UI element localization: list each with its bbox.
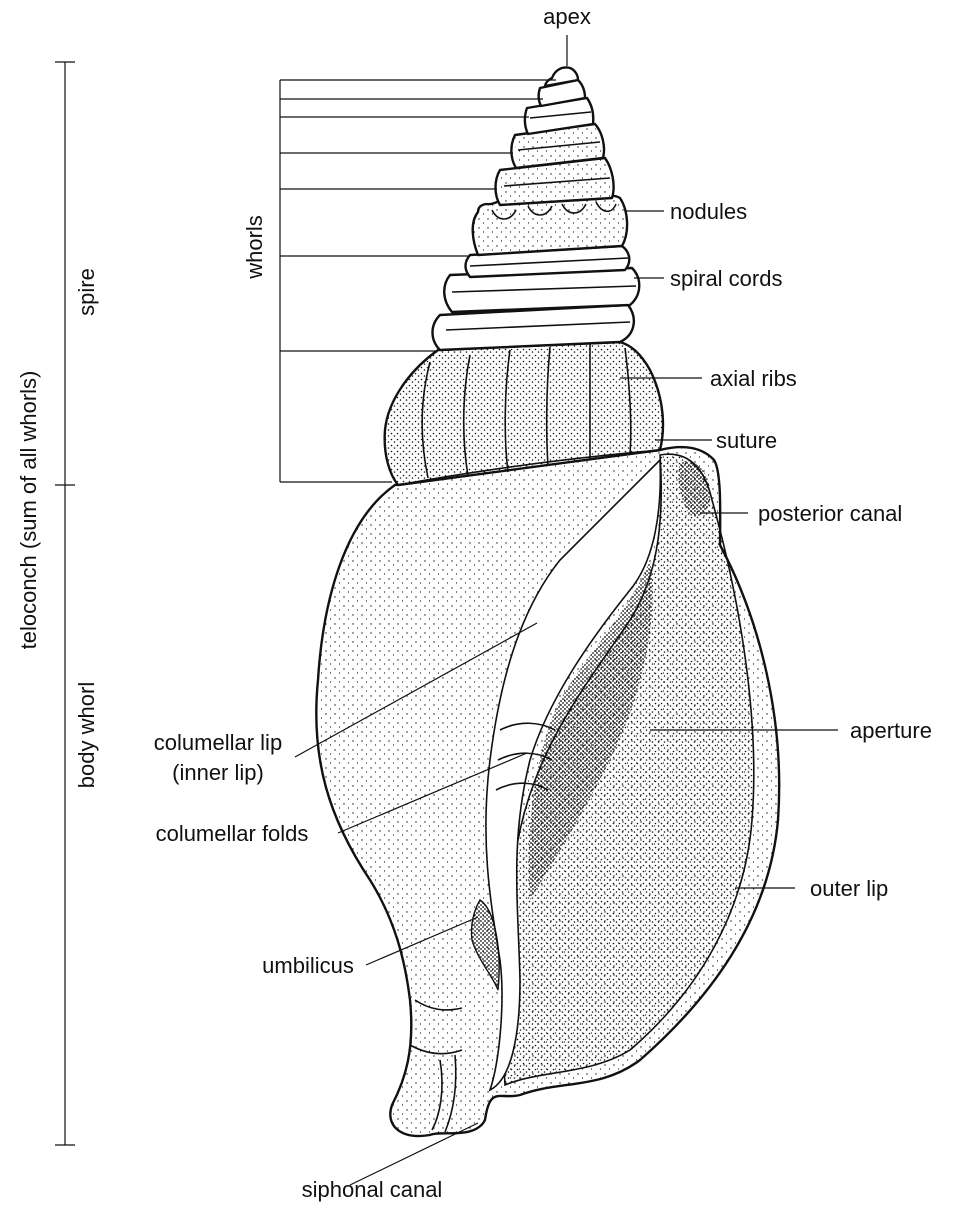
label-nodules: nodules [670, 199, 747, 224]
label-posterior-canal: posterior canal [758, 501, 902, 526]
label-siphonal-canal: siphonal canal [302, 1177, 443, 1202]
whorl-nodules-stipple [473, 194, 627, 255]
label-axial-ribs: axial ribs [710, 366, 797, 391]
label-outer-lip: outer lip [810, 876, 888, 901]
label-apex: apex [543, 4, 591, 29]
shell-illustration [316, 67, 779, 1135]
label-spire: spire [74, 268, 99, 316]
label-columellar-lip: columellar lip [154, 730, 282, 755]
label-inner-lip: (inner lip) [172, 760, 264, 785]
label-aperture: aperture [850, 718, 932, 743]
label-suture: suture [716, 428, 777, 453]
label-spiral-cords: spiral cords [670, 266, 782, 291]
upper-spire-stipple [500, 124, 612, 205]
label-whorls: whorls [242, 215, 267, 280]
label-body-whorl: body whorl [74, 682, 99, 788]
label-umbilicus: umbilicus [262, 953, 354, 978]
label-columellar-folds: columellar folds [156, 821, 309, 846]
label-teloconch: teloconch (sum of all whorls) [16, 371, 41, 650]
